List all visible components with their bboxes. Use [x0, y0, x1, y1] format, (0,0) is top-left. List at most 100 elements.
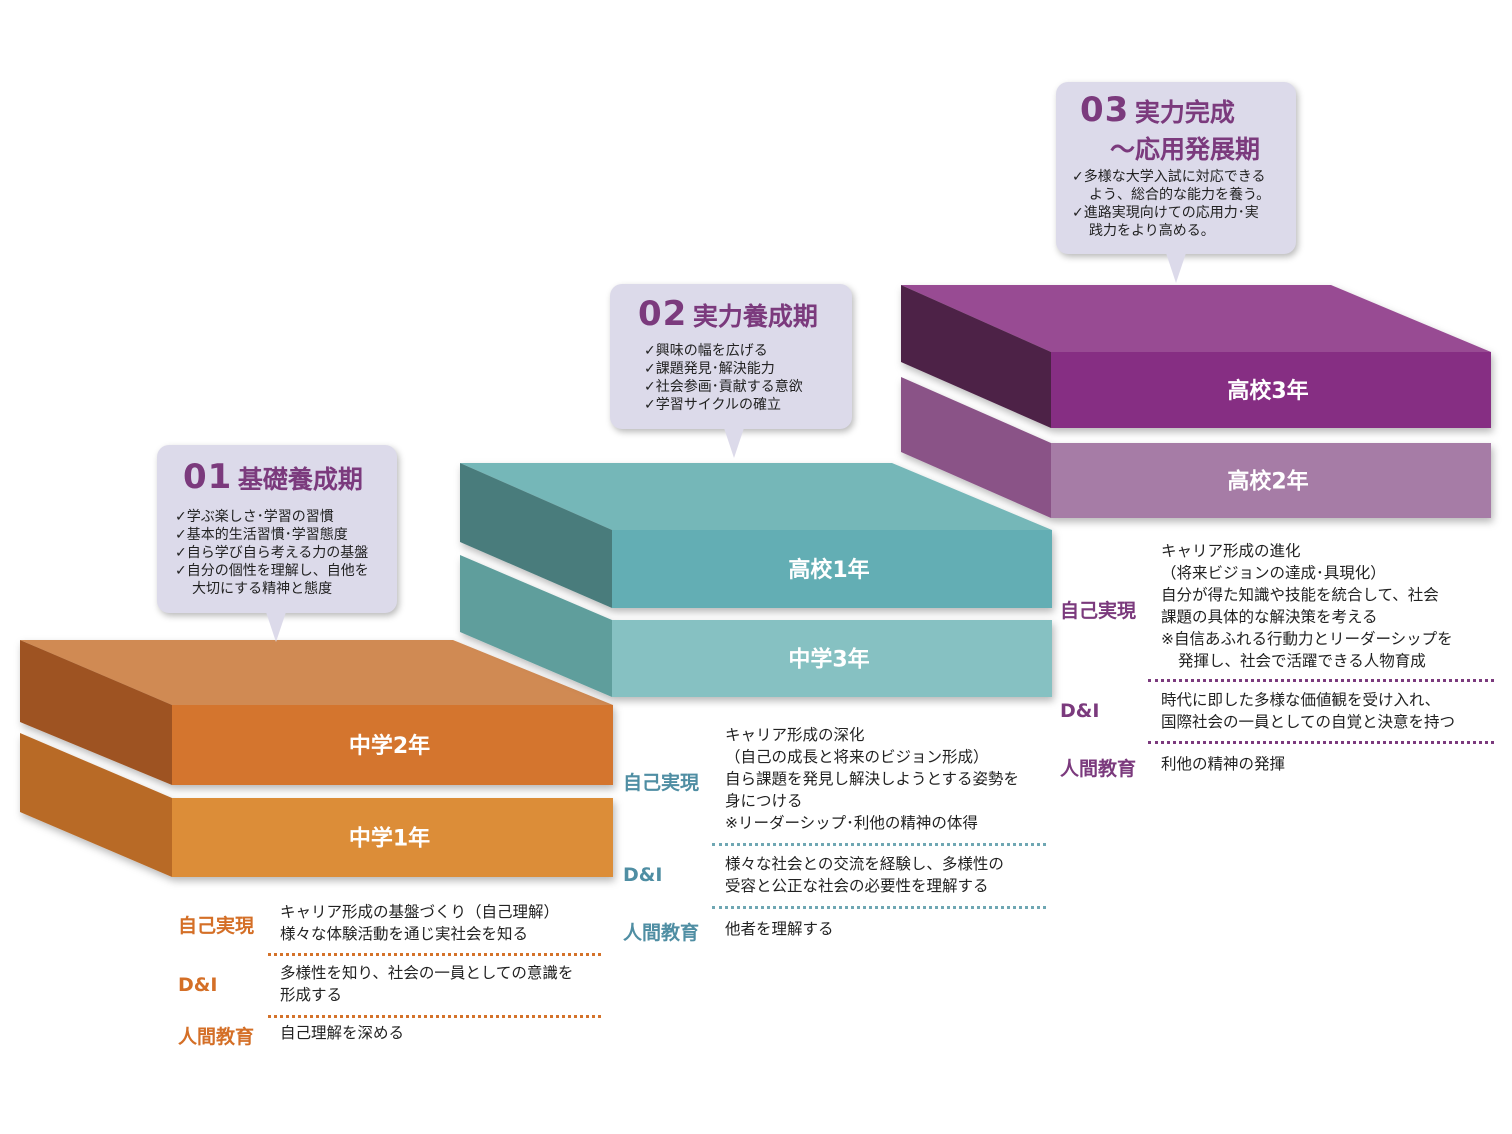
text-line: 自分が得た知識や技能を統合して、社会 — [1161, 586, 1439, 604]
stage3-label-di: D&I — [1060, 700, 1100, 722]
text-line: キャリア形成の基盤づくり（自己理解） — [280, 903, 560, 921]
stage2-upper-block-label: 高校1年 — [788, 557, 869, 583]
text-line: （将来ビジョンの達成･具現化） — [1161, 564, 1386, 582]
stage1-label-di: D&I — [178, 974, 218, 996]
stage1-blocks — [20, 640, 613, 877]
stage1-label-self: 自己実現 — [178, 915, 255, 937]
stage2-text-di: 様々な社会との交流を経験し、多様性の 受容と公正な社会の必要性を理解する — [725, 853, 1004, 897]
stage3-point: ✓多様な大学入試に対応できる — [1072, 169, 1266, 185]
stage3-points: ✓多様な大学入試に対応できる よう、総合的な能力を養う。 ✓進路実現向けての応用… — [1072, 168, 1270, 240]
stage2-label-self: 自己実現 — [623, 772, 700, 794]
text-line: 多様性を知り、社会の一員としての意識を — [280, 964, 574, 982]
stage1-upper-block-front — [172, 705, 613, 785]
stage2-number: 02 — [638, 294, 688, 334]
stage3-label-self: 自己実現 — [1060, 600, 1137, 622]
stage1-upper-block-side — [20, 640, 172, 785]
stage1-name: 基礎養成期 — [237, 465, 363, 494]
text-line: 受容と公正な社会の必要性を理解する — [725, 877, 989, 895]
stage3-lower-block-front — [1051, 443, 1491, 518]
stage1-upper-block-label: 中学2年 — [349, 733, 430, 759]
stage1-number: 01 — [183, 457, 233, 497]
text-line: （自己の成長と将来のビジョン形成） — [725, 748, 989, 766]
stage2-separator — [712, 906, 1046, 909]
text-line: 身につける — [725, 792, 803, 810]
stage2-bubble-tail — [724, 428, 744, 458]
stage2-point: ✓学習サイクルの確立 — [644, 397, 782, 413]
stage3-text-di: 時代に即した多様な価値観を受け入れ、 国際社会の一員としての自覚と決意を持つ — [1161, 689, 1455, 733]
text-line-cont: 発揮し、社会で活躍できる人物育成 — [1178, 652, 1426, 670]
stage2-upper-block-side — [460, 463, 612, 608]
stage2-separator — [712, 843, 1046, 846]
stage3-blocks — [901, 285, 1491, 518]
stage1-text-di: 多様性を知り、社会の一員としての意識を 形成する — [280, 962, 573, 1006]
stage3-name2: 〜応用発展期 — [1110, 135, 1261, 164]
stage1-point: 大切にする精神と態度 — [175, 580, 369, 598]
stage1-text-human: 自己理解を深める — [280, 1022, 404, 1044]
stage2-point: ✓興味の幅を広げる — [644, 343, 768, 359]
stage3-text-human: 利他の精神の発揮 — [1161, 753, 1285, 775]
stage3-separator — [1148, 741, 1494, 744]
stage3-lower-block-label: 高校2年 — [1227, 469, 1308, 495]
text-line: 発揮し、社会で活躍できる人物育成 — [1161, 650, 1453, 672]
stage2-text-self: キャリア形成の深化 （自己の成長と将来のビジョン形成） 自ら課題を発見し解決しよ… — [725, 724, 1019, 834]
stage2-points: ✓興味の幅を広げる ✓課題発見･解決能力 ✓社会参画･貢献する意欲 ✓学習サイク… — [644, 342, 803, 414]
stage3-point-cont: よう、総合的な能力を養う。 — [1089, 187, 1271, 203]
stage3-label-human: 人間教育 — [1060, 758, 1137, 780]
stage1-lower-block-front — [172, 798, 613, 877]
stage3-title: 03 実力完成 — [1080, 90, 1235, 130]
stage1-point: ✓自ら学び自ら考える力の基盤 — [175, 545, 369, 561]
stage1-point: ✓自分の個性を理解し、自他を — [175, 563, 369, 579]
stage1-point: ✓学ぶ楽しさ･学習の習慣 — [175, 509, 334, 525]
text-line: 様々な社会との交流を経験し、多様性の — [725, 855, 1004, 873]
stage3-number: 03 — [1080, 90, 1130, 130]
stage3-upper-block-front — [1051, 352, 1491, 428]
text-line: 利他の精神の発揮 — [1161, 755, 1286, 773]
stage2-lower-block-front — [612, 620, 1052, 697]
stage3-point: よう、総合的な能力を養う。 — [1072, 186, 1270, 204]
text-line: キャリア形成の深化 — [725, 726, 865, 744]
stage2-lower-block-label: 中学3年 — [788, 647, 869, 673]
text-line: 他者を理解する — [725, 920, 834, 938]
stage1-text-self: キャリア形成の基盤づくり（自己理解） 様々な体験活動を通じ実社会を知る — [280, 901, 559, 945]
stage1-separator — [268, 1015, 601, 1018]
stage2-point: ✓社会参画･貢献する意欲 — [644, 379, 803, 395]
stage2-upper-block-top — [460, 463, 1052, 530]
stage3-point: 践力をより高める。 — [1072, 222, 1270, 240]
stage1-point-cont: 大切にする精神と態度 — [192, 581, 333, 597]
stage1-title: 01 基礎養成期 — [183, 457, 363, 497]
stage1-lower-block-side — [20, 733, 172, 877]
stage2-text-human: 他者を理解する — [725, 918, 834, 940]
stage1-upper-block-top — [20, 640, 613, 705]
text-line: 国際社会の一員としての自覚と決意を持つ — [1161, 713, 1456, 731]
stage3-point: ✓進路実現向けての応用力･実 — [1072, 205, 1259, 221]
text-line: キャリア形成の進化 — [1161, 542, 1301, 560]
text-line: ※自信あふれる行動力とリーダーシップを — [1161, 630, 1453, 648]
stage3-bubble-tail — [1166, 253, 1186, 283]
stage2-upper-block-front — [612, 530, 1052, 608]
stage1-separator — [268, 953, 601, 956]
stage2-bubble: 02 実力養成期 ✓興味の幅を広げる ✓課題発見･解決能力 ✓社会参画･貢献する… — [610, 284, 852, 429]
stage3-lower-block-side — [901, 377, 1051, 518]
stage3-point-cont: 践力をより高める。 — [1089, 223, 1215, 239]
stage3-upper-block-side — [901, 285, 1051, 428]
stage1-bubble-tail — [266, 612, 286, 642]
text-line: 課題の具体的な解決策を考える — [1161, 608, 1378, 626]
stage2-name: 実力養成期 — [692, 302, 818, 331]
stage1-points: ✓学ぶ楽しさ･学習の習慣 ✓基本的生活習慣･学習態度 ✓自ら学び自ら考える力の基… — [175, 508, 369, 598]
stage1-lower-block-label: 中学1年 — [349, 826, 430, 852]
stage2-point: ✓課題発見･解決能力 — [644, 361, 775, 377]
stage2-title: 02 実力養成期 — [638, 294, 818, 334]
stage3-upper-block-label: 高校3年 — [1227, 378, 1308, 404]
text-line: 自ら課題を発見し解決しようとする姿勢を — [725, 770, 1020, 788]
stage3-upper-block-top — [901, 285, 1491, 352]
text-line: 自己理解を深める — [280, 1024, 405, 1042]
stage2-label-di: D&I — [623, 864, 663, 886]
stage3-separator — [1148, 679, 1494, 682]
text-line: 時代に即した多様な価値観を受け入れ、 — [1161, 691, 1441, 709]
stage3-text-self: キャリア形成の進化 （将来ビジョンの達成･具現化） 自分が得た知識や技能を統合し… — [1161, 540, 1453, 672]
text-line: 様々な体験活動を通じ実社会を知る — [280, 925, 529, 943]
text-line: ※リーダーシップ･利他の精神の体得 — [725, 814, 978, 832]
stage2-blocks — [460, 463, 1052, 697]
